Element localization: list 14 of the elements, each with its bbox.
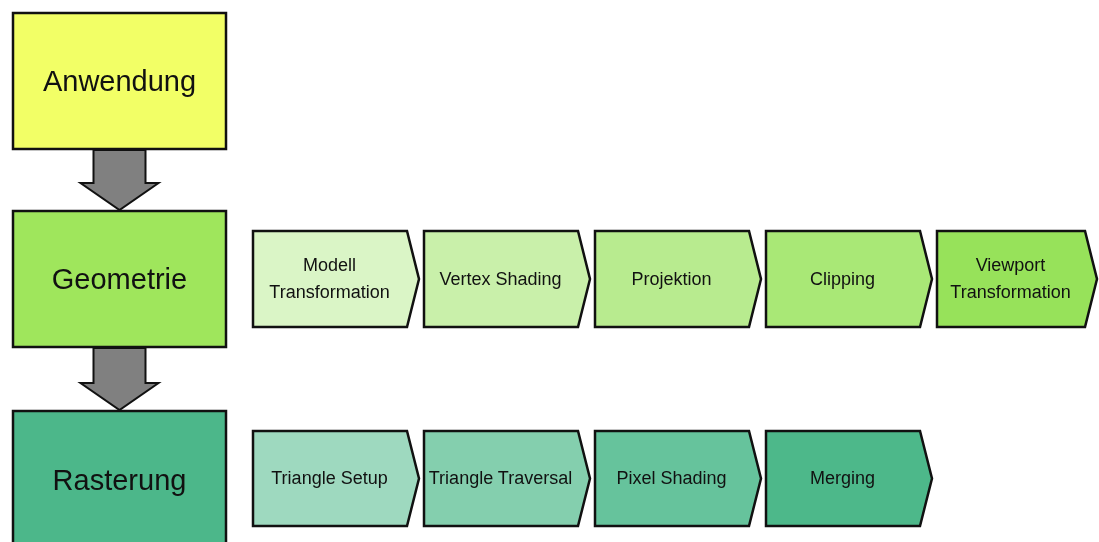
- stage-label: Anwendung: [42, 63, 197, 99]
- step-label: Pixel Shading: [616, 467, 727, 490]
- block-arrow: [77, 347, 162, 412]
- step-label: Projektion: [631, 267, 712, 291]
- step-label: Vertex Shading: [439, 267, 562, 291]
- step-label: Triangle Setup: [271, 467, 388, 490]
- stage-label: Rasterung: [52, 462, 187, 498]
- step-label: Clipping: [809, 267, 875, 291]
- step-label: Triangle Traversal: [428, 467, 573, 490]
- step-label: Viewport Transformation: [949, 254, 1072, 304]
- stage-label: Geometrie: [51, 261, 188, 297]
- step-label: Merging: [810, 467, 875, 490]
- step-label: Modell Transformation: [268, 254, 391, 304]
- block-arrow: [77, 149, 162, 212]
